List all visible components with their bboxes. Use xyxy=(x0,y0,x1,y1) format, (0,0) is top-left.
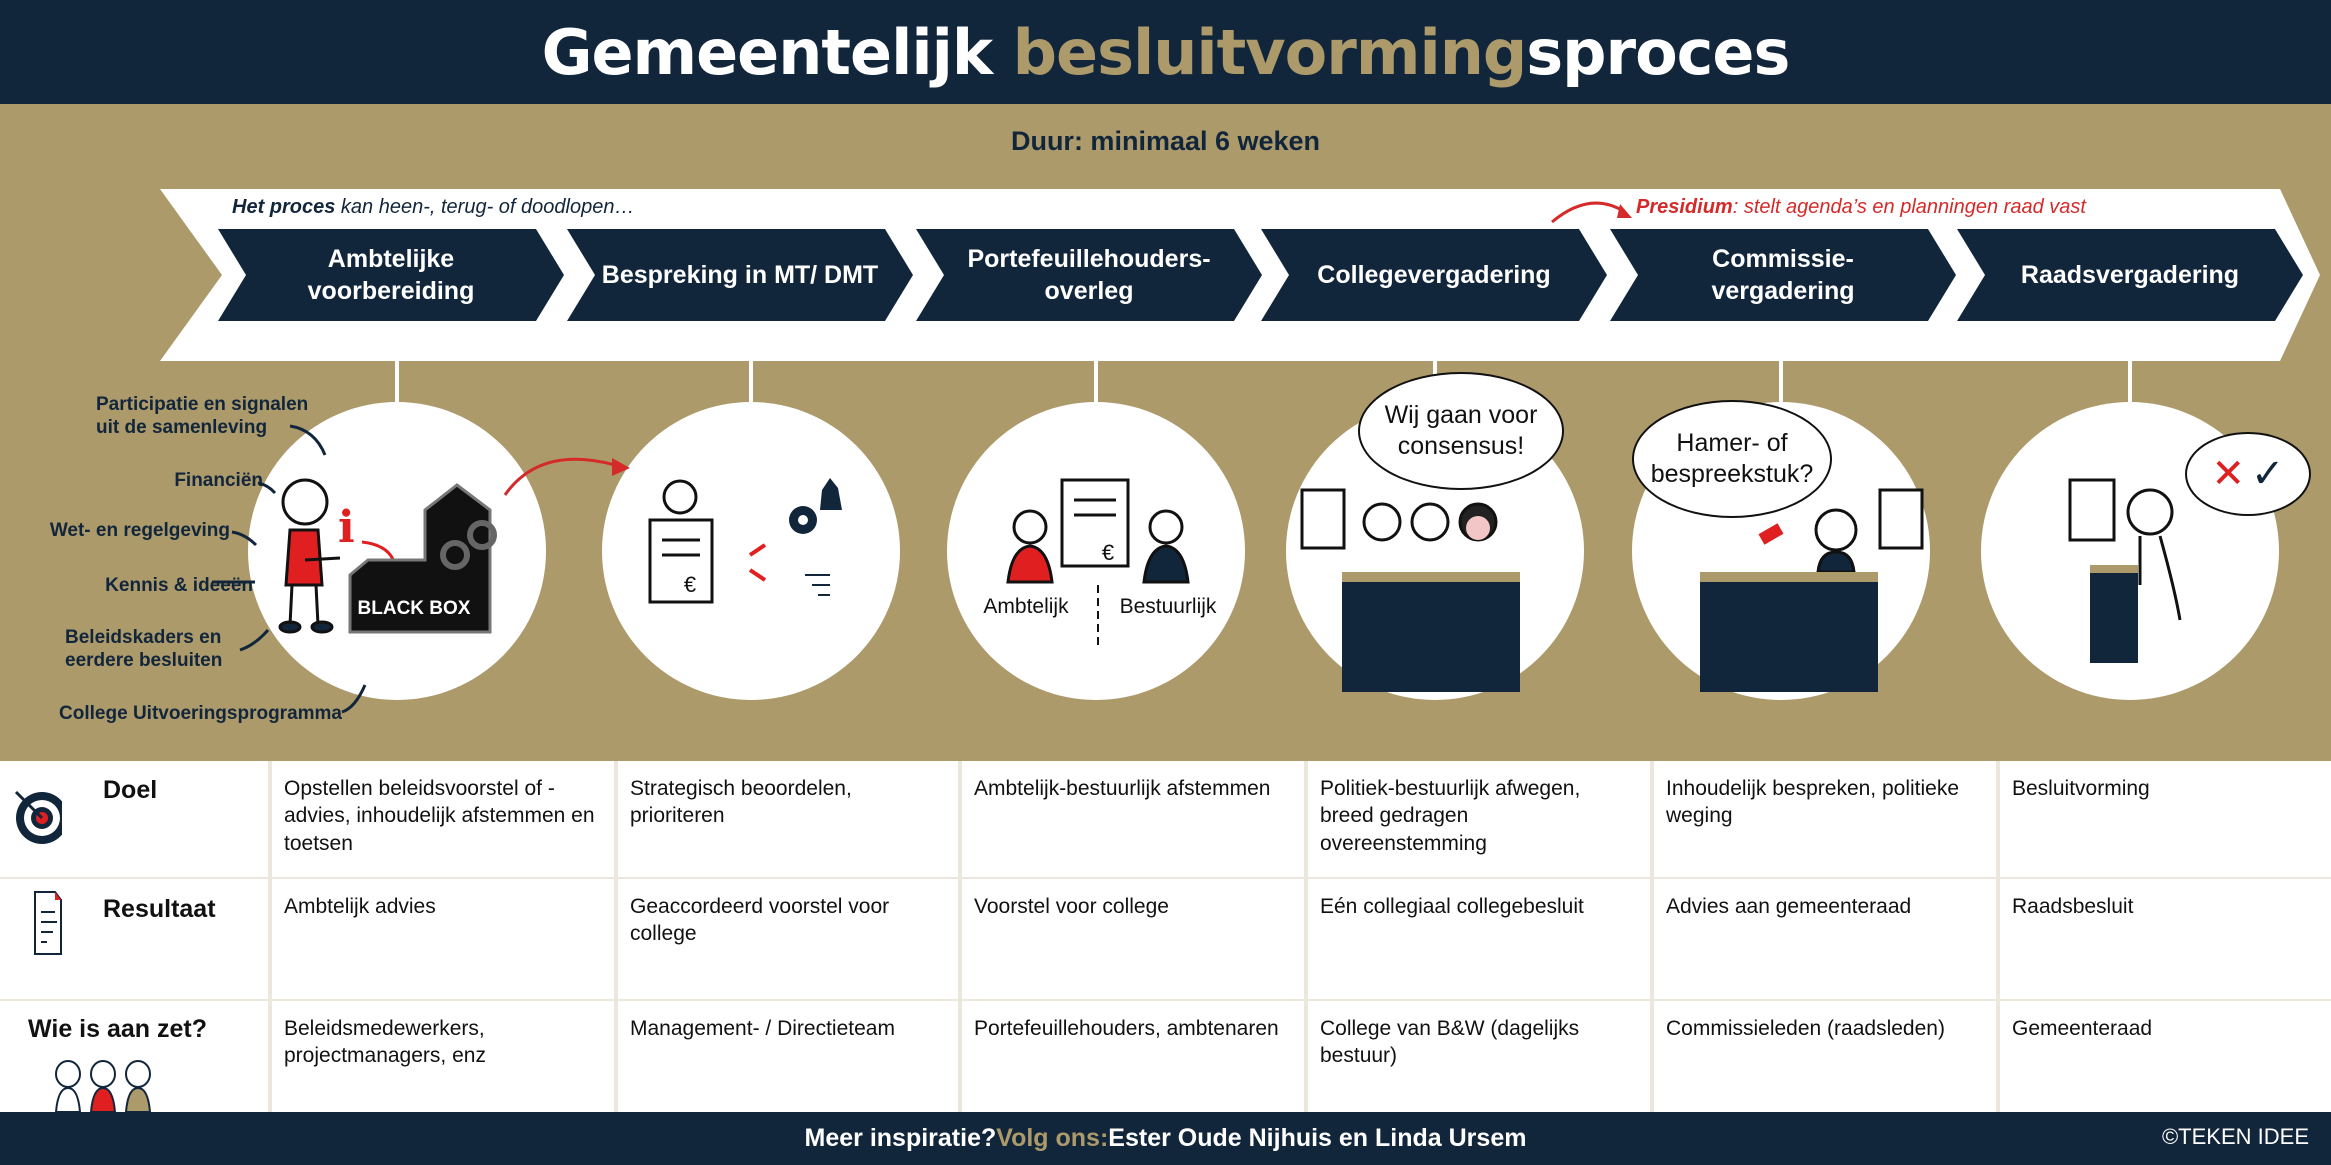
table-cell: Geaccordeerd voorstel voor college xyxy=(618,879,958,999)
ambtelijk-label: Ambtelijk xyxy=(983,595,1069,618)
connector xyxy=(2128,361,2132,409)
table-cell: Politiek-bestuurlijk afwegen, breed gedr… xyxy=(1308,761,1650,877)
input-financien: Financiën xyxy=(174,470,263,491)
row-label: Doel xyxy=(103,776,158,804)
input-beleidskaders: Beleidskaders en eerdere besluiten xyxy=(65,627,223,671)
arrows-icon xyxy=(748,543,767,582)
table-cell: Portefeuillehouders, ambtenaren xyxy=(962,1001,1304,1112)
table-cell: Opstellen beleidsvoorstel of -advies, in… xyxy=(272,761,614,877)
table-cell: Ambtelijk advies xyxy=(272,879,614,999)
svg-text:€: € xyxy=(1102,540,1114,565)
input-wetgeving: Wet- en regelgeving xyxy=(49,520,230,541)
illustrations: i BLACK BOX € € Ambtelijk Bestuurlijk xyxy=(212,424,2182,714)
connector xyxy=(395,361,399,409)
table-cell: Gemeenteraad xyxy=(2000,1001,2331,1112)
info-icon: i xyxy=(338,502,355,553)
filter-icon xyxy=(805,574,830,596)
meeting-people-icon xyxy=(1006,478,1190,584)
table-cell: Strategisch beoordelen, prioriteren xyxy=(618,761,958,877)
table-cell: Inhoudelijk bespreken, politieke weging xyxy=(1654,761,1996,877)
step-commissievergadering: Commissie-vergadering xyxy=(1610,229,1956,321)
table-cell: Commissieleden (raadsleden) xyxy=(1654,1001,1996,1112)
table-cell: Ambtelijk-bestuurlijk afstemmen xyxy=(962,761,1304,877)
step-bespreking-mt: Bespreking in MT/ DMT xyxy=(567,229,913,321)
target-icon xyxy=(14,790,62,844)
table-cell: College van B&W (dagelijks bestuur) xyxy=(1308,1001,1650,1112)
document-icon xyxy=(34,891,62,955)
approve-check-icon: ✓ xyxy=(2251,452,2285,496)
speech-bubble-commissie: Hamer- of bespreekstuk? xyxy=(1632,400,1832,518)
connector xyxy=(1779,361,1783,409)
commissie-chair-icon xyxy=(1700,488,1924,692)
college-table-icon xyxy=(1300,488,1520,692)
reject-x-icon: ✕ xyxy=(2211,452,2245,496)
process-note: Het proces kan heen-, terug- of doodlope… xyxy=(232,196,635,218)
gear-chess-icon xyxy=(789,478,842,534)
table-cell: Eén collegiaal collegebesluit xyxy=(1308,879,1650,999)
raad-speaker-icon xyxy=(2068,478,2182,663)
speech-bubble-vote: ✕✓ xyxy=(2185,432,2311,516)
row-label: Wie is aan zet? xyxy=(28,1015,207,1043)
step-ambtelijke-voorbereiding: Ambtelijke voorbereiding xyxy=(218,229,564,321)
connector xyxy=(1094,361,1098,409)
bestuurlijk-label: Bestuurlijk xyxy=(1120,595,1217,618)
people-icon xyxy=(54,1060,152,1112)
header: Gemeentelijk besluitvormingsproces xyxy=(0,0,2331,104)
table-cell: Raadsbesluit xyxy=(2000,879,2331,999)
row-label: Resultaat xyxy=(103,895,216,923)
input-participatie: Participatie en signalen uit de samenlev… xyxy=(96,394,309,438)
step-portefeuillehoudersoverleg: Portefeuillehouders-overleg xyxy=(916,229,1262,321)
footer: Meer inspiratie? Volg ons: Ester Oude Ni… xyxy=(0,1112,2331,1165)
table-cell: Besluitvorming xyxy=(2000,761,2331,877)
copyright: ©TEKEN IDEE xyxy=(2161,1124,2309,1149)
input-college-programma: College Uitvoeringsprogramma xyxy=(59,703,342,724)
page-title: Gemeentelijk besluitvormingsproces xyxy=(541,15,1791,89)
gavel-icon xyxy=(1758,523,1784,545)
table-cell: Advies aan gemeenteraad xyxy=(1654,879,1996,999)
table-cell: Beleidsmedewerkers, projectmanagers, enz xyxy=(272,1001,614,1112)
document-person-icon xyxy=(648,479,714,604)
step-collegevergadering: Collegevergadering xyxy=(1261,229,1607,321)
presidium-note: Presidium: stelt agenda’s en planningen … xyxy=(1636,196,2086,218)
input-kennis: Kennis & ideeën xyxy=(105,575,253,596)
connector xyxy=(749,361,753,409)
table-cell: Voorstel voor college xyxy=(962,879,1304,999)
input-arrows-icon xyxy=(212,424,367,714)
black-box-icon xyxy=(348,483,497,634)
thinking-person-icon xyxy=(278,478,341,634)
table-cell: Management- / Directieteam xyxy=(618,1001,958,1112)
speech-bubble-college: Wij gaan voor consensus! xyxy=(1358,372,1564,490)
duration-label: Duur: minimaal 6 weken xyxy=(1010,126,1321,156)
svg-text:€: € xyxy=(684,572,696,597)
black-box-label: BLACK BOX xyxy=(358,598,471,619)
step-raadsvergadering: Raadsvergadering xyxy=(1957,229,2303,321)
